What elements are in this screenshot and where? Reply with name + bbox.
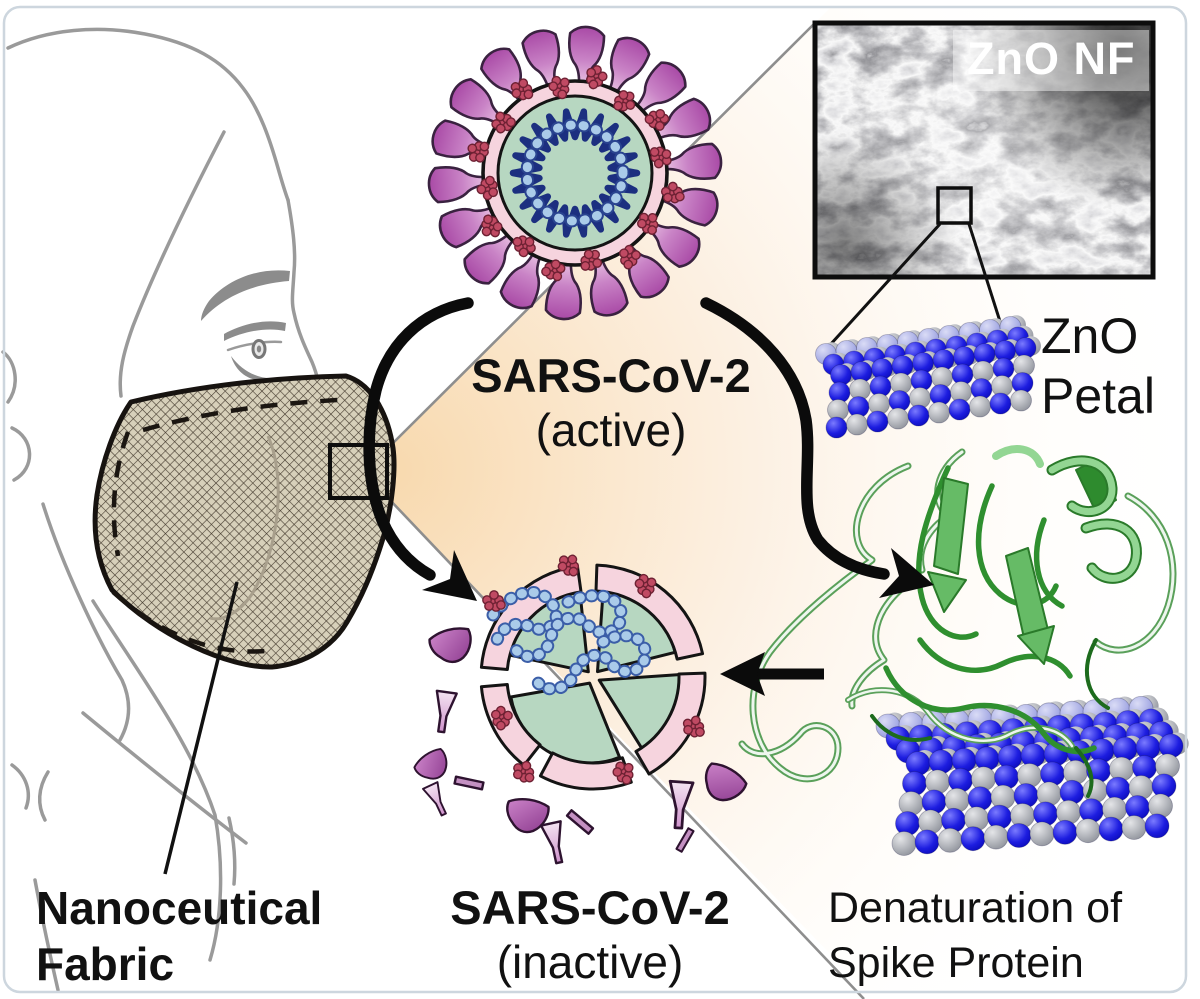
chin-neck-line: [91, 599, 223, 962]
active-virus-label-line2: (active): [535, 404, 687, 457]
active-virus-label-line1: SARS-CoV-2: [471, 349, 751, 402]
zno-petal-label-line1: ZnO: [1041, 308, 1139, 364]
denaturation-label: Denaturation of Spike Protein: [828, 881, 1122, 991]
zno-surface-lattice: [875, 694, 1189, 856]
fabric-pointer-line: [163, 581, 239, 875]
sem-micrograph: [812, 20, 1156, 357]
inactive-virus-illustration: [413, 554, 748, 865]
ear-curve: [1, 350, 32, 482]
straight-arrow-left-icon: [720, 652, 824, 696]
sem-label: ZnO NF: [953, 30, 1150, 92]
process-arrows: [363, 297, 934, 696]
inspection-box-icon: [328, 443, 389, 500]
zno-petal-label: ZnO Petal: [1041, 306, 1155, 426]
curved-arrow-capture-icon: [363, 297, 477, 601]
skull-outline: [6, 27, 290, 202]
protein-beta-sheets: [927, 459, 1117, 665]
face-profile: [286, 198, 323, 395]
denaturation-label-line1: Denaturation of: [828, 884, 1123, 932]
sem-border: [812, 20, 1156, 280]
protein-helices: [992, 445, 1142, 584]
collar-line: [227, 816, 237, 886]
stitch-bottom: [111, 590, 277, 654]
active-virus-label: SARS-CoV-2 (active): [451, 348, 771, 458]
protein-dark-accents: [870, 638, 1110, 798]
zno-petal-lattice: [815, 315, 1041, 439]
inactive-virus-label: SARS-CoV-2 (inactive): [430, 880, 750, 990]
fabric-label-line1: Nanoceutical: [36, 882, 323, 934]
curved-arrow-to-zno-icon: [700, 297, 934, 598]
head-sketch: [1, 27, 323, 992]
stitch-top: [142, 397, 339, 433]
figure-border: [2, 5, 1188, 994]
stitch-left: [111, 431, 131, 557]
inset-line-left: [828, 222, 942, 347]
sem-inset-box-icon: [936, 186, 973, 225]
inactive-virus-label-line1: SARS-CoV-2: [450, 881, 730, 934]
mask-fabric: [92, 373, 397, 670]
fabric-label: Nanoceutical Fabric: [36, 880, 322, 992]
inactive-virus-label-line2: (inactive): [496, 936, 684, 989]
lower-lash: [231, 356, 273, 381]
zno-petal-label-line2: Petal: [1041, 368, 1155, 424]
neck-left-line: [33, 878, 60, 992]
upper-eyelid: [224, 321, 286, 341]
eyebrow: [201, 270, 290, 321]
active-virus-illustration: [427, 25, 723, 321]
shoulder-line: [81, 711, 248, 845]
temple-hairline: [118, 130, 226, 398]
pupil: [256, 345, 262, 353]
spike-protein-ribbon: [738, 445, 1177, 798]
hair-wisp: [10, 763, 50, 822]
jaw-line: [41, 502, 131, 742]
nanoceutical-mask: [92, 373, 397, 875]
fabric-label-line2: Fabric: [36, 938, 175, 991]
denaturation-label-line2: Spike Protein: [828, 939, 1084, 988]
